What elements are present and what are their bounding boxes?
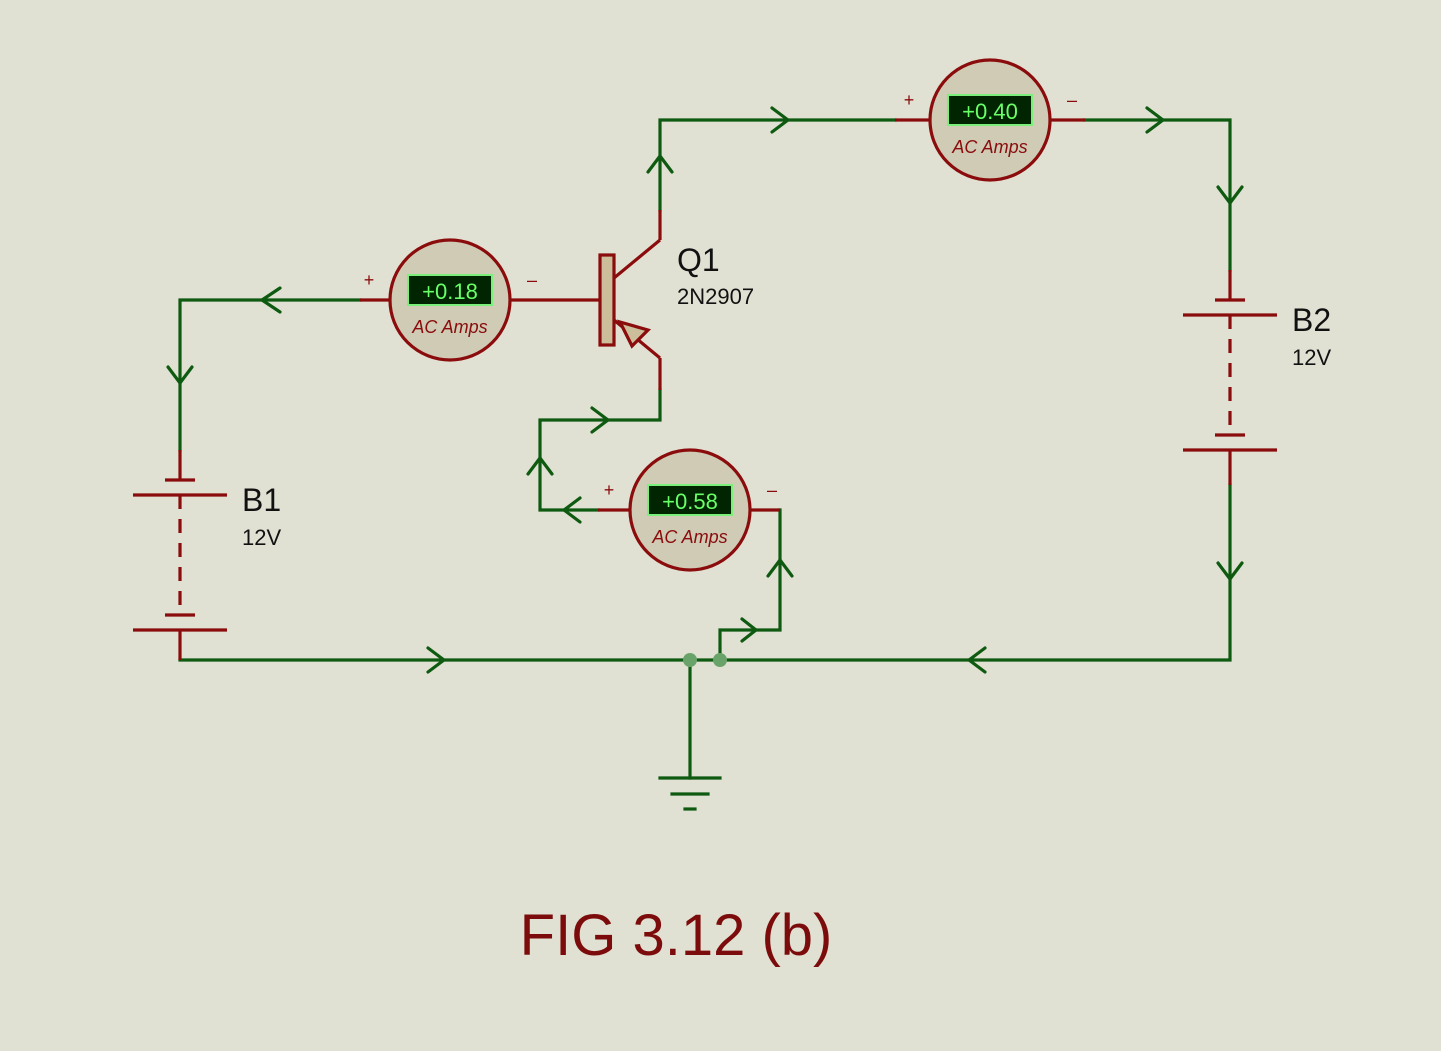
wire-emitter bbox=[538, 388, 662, 512]
arrow-left-icon bbox=[562, 496, 582, 524]
wire-b2-top bbox=[1083, 118, 1232, 272]
ammeter-base-minus: – bbox=[527, 270, 537, 290]
wire-bus-right bbox=[688, 483, 1232, 662]
battery-b1[interactable] bbox=[133, 450, 227, 660]
transistor-ref: Q1 bbox=[677, 242, 720, 278]
battery-b1-ref: B1 bbox=[242, 482, 281, 518]
transistor-q1[interactable] bbox=[568, 210, 662, 390]
wire-emitter-meter-return bbox=[718, 508, 782, 662]
ammeter-emitter-reading: +0.58 bbox=[662, 489, 718, 514]
battery-b2[interactable] bbox=[1183, 270, 1277, 485]
ammeter-collector[interactable]: +0.40 AC Amps bbox=[895, 58, 1085, 182]
arrow-right-icon bbox=[740, 617, 758, 643]
ammeter-emitter-plus: + bbox=[604, 480, 615, 500]
ammeter-base[interactable]: +0.18 AC Amps bbox=[360, 238, 568, 362]
arrow-right-icon bbox=[770, 106, 790, 134]
ammeter-base-label: AC Amps bbox=[411, 317, 487, 337]
arrow-left-icon bbox=[967, 646, 987, 674]
arrow-up-icon bbox=[766, 558, 794, 578]
arrow-up-icon bbox=[526, 456, 554, 476]
arrow-right-icon bbox=[426, 646, 446, 674]
junction-dot bbox=[713, 653, 727, 667]
ammeter-collector-plus: + bbox=[904, 90, 915, 110]
figure-caption: FIG 3.12 (b) bbox=[520, 903, 833, 968]
ammeter-base-plus: + bbox=[364, 270, 375, 290]
ammeter-collector-minus: – bbox=[1067, 90, 1077, 110]
ammeter-emitter-minus: – bbox=[767, 480, 777, 500]
ammeter-emitter-label: AC Amps bbox=[651, 527, 727, 547]
current-arrows bbox=[166, 106, 1244, 674]
transistor-part: 2N2907 bbox=[677, 284, 754, 309]
ammeter-base-reading: +0.18 bbox=[422, 279, 478, 304]
arrow-down-icon bbox=[1216, 561, 1244, 581]
arrow-down-icon bbox=[1216, 185, 1244, 205]
arrow-left-icon bbox=[260, 286, 282, 314]
ground-symbol bbox=[658, 776, 722, 811]
ammeter-collector-label: AC Amps bbox=[951, 137, 1027, 157]
battery-b1-value: 12V bbox=[242, 525, 281, 550]
wire-collector bbox=[658, 118, 897, 212]
wires bbox=[178, 118, 1232, 780]
battery-b2-value: 12V bbox=[1292, 345, 1331, 370]
ammeter-emitter[interactable]: +0.58 AC Amps bbox=[598, 448, 780, 572]
battery-b2-ref: B2 bbox=[1292, 302, 1331, 338]
junction-dot bbox=[683, 653, 697, 667]
wire-base-left bbox=[178, 298, 362, 452]
arrow-right-icon bbox=[590, 406, 610, 434]
ammeter-collector-reading: +0.40 bbox=[962, 99, 1018, 124]
arrow-up-icon bbox=[646, 154, 674, 174]
arrow-right-icon bbox=[1145, 106, 1165, 134]
emitter-arrow-icon bbox=[616, 319, 652, 349]
arrow-down-icon bbox=[166, 365, 194, 385]
